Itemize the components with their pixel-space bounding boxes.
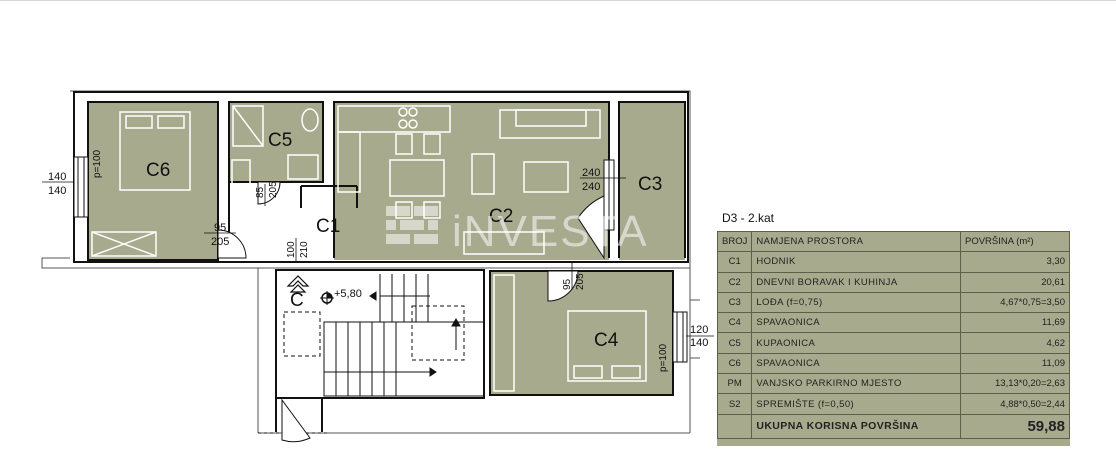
svg-text:100: 100 (286, 241, 297, 258)
svg-text:95: 95 (562, 278, 573, 290)
svg-text:140: 140 (48, 185, 66, 197)
dimension-labels: 140 140 p=100 85 205 95 205 100 210 240 … (42, 149, 714, 372)
svg-text:p=100: p=100 (658, 343, 669, 372)
room-c3-fill (619, 102, 685, 260)
table-row: C1 HODNIK 3,30 (716, 251, 1070, 273)
svg-text:85: 85 (255, 186, 266, 198)
entrance-level: +5,80 (334, 288, 362, 300)
svg-text:205: 205 (575, 273, 586, 290)
doors (217, 181, 605, 443)
table-title: D3 - 2.kat (722, 211, 775, 225)
wardrobe-c6 (91, 231, 157, 257)
svg-text:p=100: p=100 (92, 149, 103, 178)
svg-text:140: 140 (48, 171, 66, 183)
table-row: C6 SPAVAONICA 11,09 (716, 352, 1070, 375)
table-total-row: UKUPNA KORISNA POVRŠINA 59,88 (716, 413, 1070, 439)
bed-c4 (567, 310, 647, 382)
table-row: C3 LOĐA (f=0,75) 4,67*0,75=3,50 (716, 291, 1070, 314)
room-label-c5: C5 (268, 130, 292, 151)
table-row: C4 SPAVAONICA 11,69 (716, 312, 1070, 334)
shower-c5 (232, 105, 264, 147)
toilet-c5 (301, 108, 319, 132)
total-label: UKUPNA KORISNA POVRŠINA (751, 413, 961, 439)
stairs (258, 274, 485, 434)
entrance-arrow-icon (286, 275, 310, 287)
walls (73, 91, 689, 432)
header-code: BROJ (716, 230, 753, 253)
watermark-text: iNVESTA (452, 207, 649, 256)
svg-text:120: 120 (690, 324, 708, 336)
table-header-row: BROJ NAMJENA PROSTORA POVRŠINA (m²) (716, 230, 1070, 253)
armchair (471, 153, 495, 195)
svg-text:95: 95 (214, 222, 226, 234)
top-border-line (0, 0, 1116, 1)
sink-c5 (231, 159, 251, 189)
svg-text:240: 240 (582, 181, 600, 193)
room-label-c6: C6 (146, 160, 170, 181)
room-label-c1: C1 (316, 216, 340, 237)
header-area: POVRŠINA (m²) (960, 230, 1070, 253)
wardrobe-c4 (493, 274, 515, 392)
entrance-marker: C +5,80 (286, 275, 362, 311)
svg-text:205: 205 (211, 236, 229, 248)
table-row: C2 DNEVNI BORAVAK I KUHINJA 20,61 (716, 271, 1070, 293)
watermark: iNVESTA (386, 206, 649, 256)
windows (73, 156, 688, 363)
room-c6-fill (88, 102, 218, 260)
room-c5-fill (229, 102, 323, 182)
table-row: C5 KUPAONICA 4,62 (716, 332, 1070, 354)
kitchen-counter (337, 105, 451, 133)
svg-text:240: 240 (582, 167, 600, 179)
entrance-code: C (290, 290, 304, 311)
svg-text:210: 210 (299, 241, 310, 258)
bed-c6 (119, 111, 191, 191)
header-name: NAMJENA PROSTORA (751, 230, 961, 253)
room-label-c3: C3 (638, 174, 662, 195)
area-table: BROJ NAMJENA PROSTORA POVRŠINA (m²) C1 H… (716, 230, 1070, 446)
furniture (91, 105, 647, 392)
room-c4-fill (490, 271, 673, 395)
total-value: 59,88 (960, 413, 1070, 439)
room-label-c2: C2 (489, 206, 513, 227)
dining-table (389, 159, 445, 197)
svg-text:205: 205 (268, 181, 279, 198)
coffee-table (523, 161, 569, 193)
table-row: S2 SPREMIŠTE (f=0,50) 4,88*0,50=2,44 (716, 393, 1070, 415)
svg-text:140: 140 (690, 337, 708, 349)
tv-unit (463, 231, 545, 255)
room-labels: C6 C5 C1 C2 C3 C4 (146, 130, 662, 351)
room-label-c4: C4 (594, 330, 619, 351)
table-row: PM VANJSKO PARKIRNO MJESTO 13,13*0,20=2,… (716, 373, 1070, 395)
